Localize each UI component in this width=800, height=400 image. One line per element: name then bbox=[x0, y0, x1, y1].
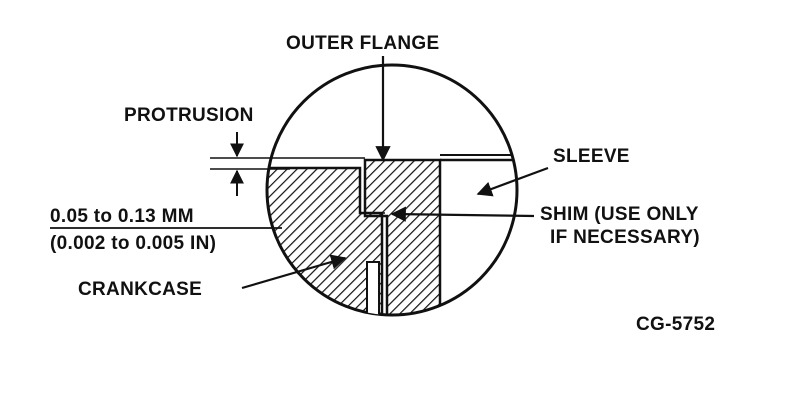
outer-flange-label: OUTER FLANGE bbox=[286, 33, 440, 54]
crankcase-section bbox=[267, 166, 384, 315]
figure-id-label: CG-5752 bbox=[636, 314, 715, 335]
crankcase-leader bbox=[241, 254, 347, 290]
crankcase-label: CRANKCASE bbox=[78, 279, 202, 300]
shim-label-line1: SHIM (USE ONLY bbox=[540, 204, 699, 225]
crankcase-slot bbox=[366, 261, 380, 315]
shim-leader bbox=[390, 206, 535, 222]
sleeve-leader bbox=[476, 166, 549, 197]
sleeve-label: SLEEVE bbox=[553, 146, 630, 167]
shim-label-line2: IF NECESSARY) bbox=[550, 227, 700, 248]
dimension-mm-label: 0.05 to 0.13 MM bbox=[50, 206, 194, 227]
protrusion-label: PROTRUSION bbox=[124, 105, 254, 126]
dimension-in-label: (0.002 to 0.005 IN) bbox=[50, 233, 216, 254]
